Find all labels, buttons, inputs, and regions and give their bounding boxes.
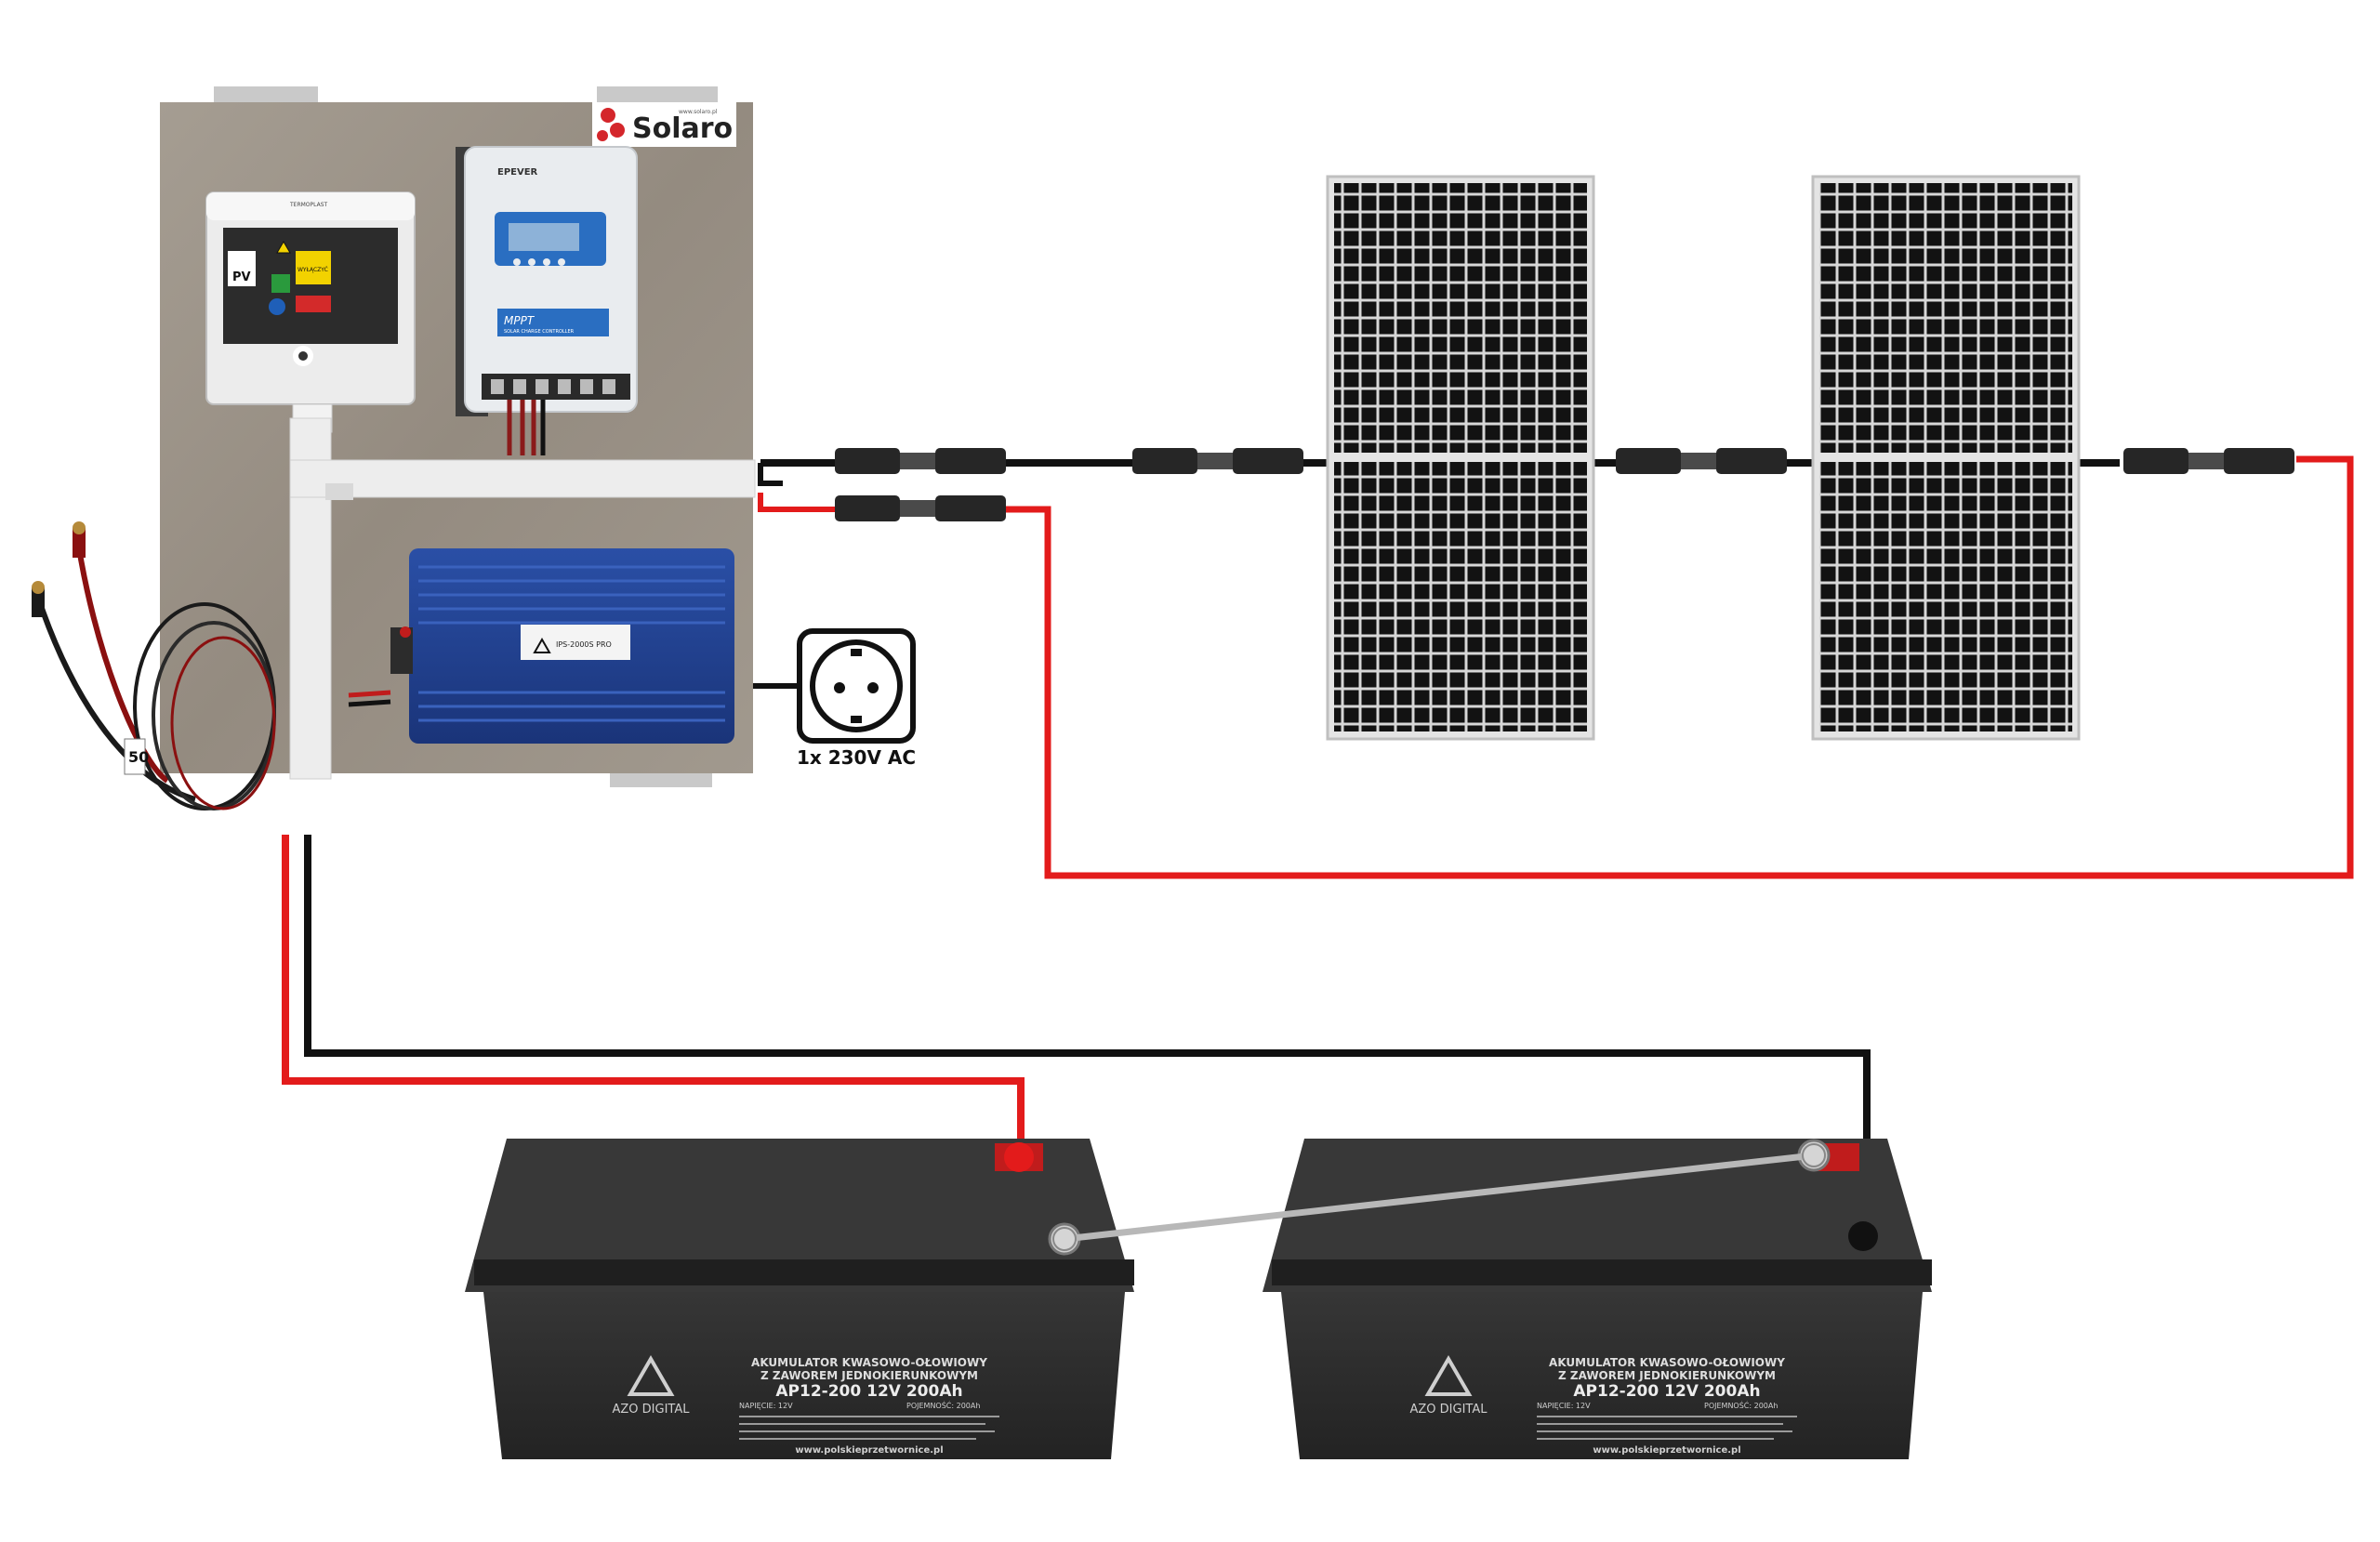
battery-cable-coil: 50 <box>32 521 276 811</box>
battery-url: www.polskieprzetwornice.pl <box>795 1445 943 1456</box>
pv-switch-box: TERMOPLAST PV WYŁĄCZYĆ <box>205 191 416 433</box>
mppt-charge-controller: EPEVER MPPT SOLAR CHARGE CONTROLLER <box>456 146 638 455</box>
battery-spec-right: POJEMNOŚĆ: 200Ah <box>906 1400 980 1410</box>
pv-label: PV <box>232 270 251 284</box>
battery-jumper-wire <box>1064 1152 1815 1243</box>
controller-subtitle: SOLAR CHARGE CONTROLLER <box>504 329 575 335</box>
battery-spec-left: NAPIĘCIE: 12V <box>739 1402 793 1410</box>
battery-line2: Z ZAWOREM JEDNOKIERUNKOWYM <box>760 1369 978 1382</box>
socket-label: 1x 230V AC <box>797 746 916 769</box>
battery: AZO DIGITAL AKUMULATOR KWASOWO-OŁOWIOWY … <box>465 1139 1134 1459</box>
controller-type: MPPT <box>504 314 536 327</box>
solar-panel <box>1811 175 2081 741</box>
battery-brand: AZO DIGITAL <box>613 1403 691 1417</box>
battery-line2: Z ZAWOREM JEDNOKIERUNKOWYM <box>1558 1369 1776 1382</box>
mc4-connector <box>1132 448 1303 474</box>
battery-brand: AZO DIGITAL <box>1410 1403 1488 1417</box>
cable-trunking <box>289 417 756 780</box>
battery-line1: AKUMULATOR KWASOWO-OŁOWIOWY <box>751 1356 987 1369</box>
solaro-logo: Solaro www.solaro.pl <box>592 102 736 147</box>
brand-name: Solaro <box>632 112 733 145</box>
inverter-model: IPS-2000S PRO <box>556 640 612 649</box>
battery-positive-wire <box>282 835 1025 1157</box>
mc4-connector <box>1616 448 1787 474</box>
ac-socket: 1x 230V AC <box>797 628 916 769</box>
pv-positive-wire <box>999 455 2354 879</box>
pv-positive-wire-stub <box>758 493 837 512</box>
controller-brand: EPEVER <box>497 167 538 178</box>
battery-spec-left: NAPIĘCIE: 12V <box>1537 1402 1591 1410</box>
battery-line1: AKUMULATOR KWASOWO-OŁOWIOWY <box>1549 1356 1785 1369</box>
mc4-connectors <box>835 448 2294 521</box>
battery-url: www.polskieprzetwornice.pl <box>1593 1445 1740 1456</box>
pv-negative-wire-stub <box>758 463 783 486</box>
switch-box-brand: TERMOPLAST <box>289 202 328 208</box>
switch-warning: WYŁĄCZYĆ <box>298 267 328 273</box>
inverter: IPS-2000S PRO <box>348 548 734 744</box>
battery: AZO DIGITAL AKUMULATOR KWASOWO-OŁOWIOWY … <box>1263 1139 1932 1459</box>
battery-model: AP12-200 12V 200Ah <box>775 1382 962 1401</box>
mc4-connector <box>835 495 1006 521</box>
battery-model: AP12-200 12V 200Ah <box>1573 1382 1760 1401</box>
solar-panel <box>1326 175 1595 741</box>
cable-tag: 50 <box>128 748 149 766</box>
brand-url: www.solaro.pl <box>679 109 718 115</box>
mc4-connector <box>2123 448 2294 474</box>
battery-spec-right: POJEMNOŚĆ: 200Ah <box>1704 1400 1778 1410</box>
mc4-connector <box>835 448 1006 474</box>
